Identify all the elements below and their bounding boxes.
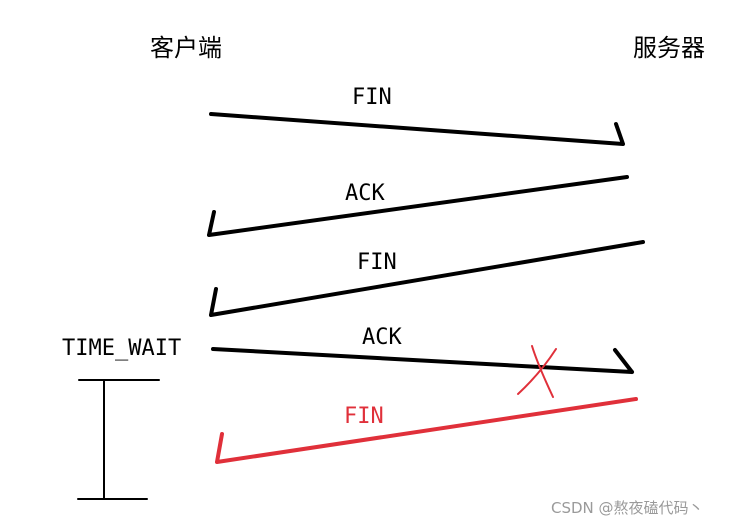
message-5-arrow [215, 397, 638, 464]
message-4-label: ACK [362, 325, 402, 350]
message-1-label: FIN [352, 85, 392, 110]
message-2-label: ACK [345, 181, 385, 206]
message-5-label: FIN [344, 404, 384, 429]
message-2-arrow [207, 175, 629, 237]
watermark: CSDN @熬夜磕代码丶 [551, 499, 704, 517]
message-4-arrow [211, 347, 634, 374]
message-3-arrow [209, 240, 645, 317]
message-1-arrow [209, 112, 625, 146]
time-wait-label: TIME_WAIT [62, 336, 182, 361]
lost-packet-mark [517, 345, 557, 398]
client-label: 客户端 [150, 34, 222, 62]
message-3-label: FIN [357, 250, 397, 275]
server-label: 服务器 [633, 34, 705, 62]
time-wait-bracket [77, 379, 160, 500]
